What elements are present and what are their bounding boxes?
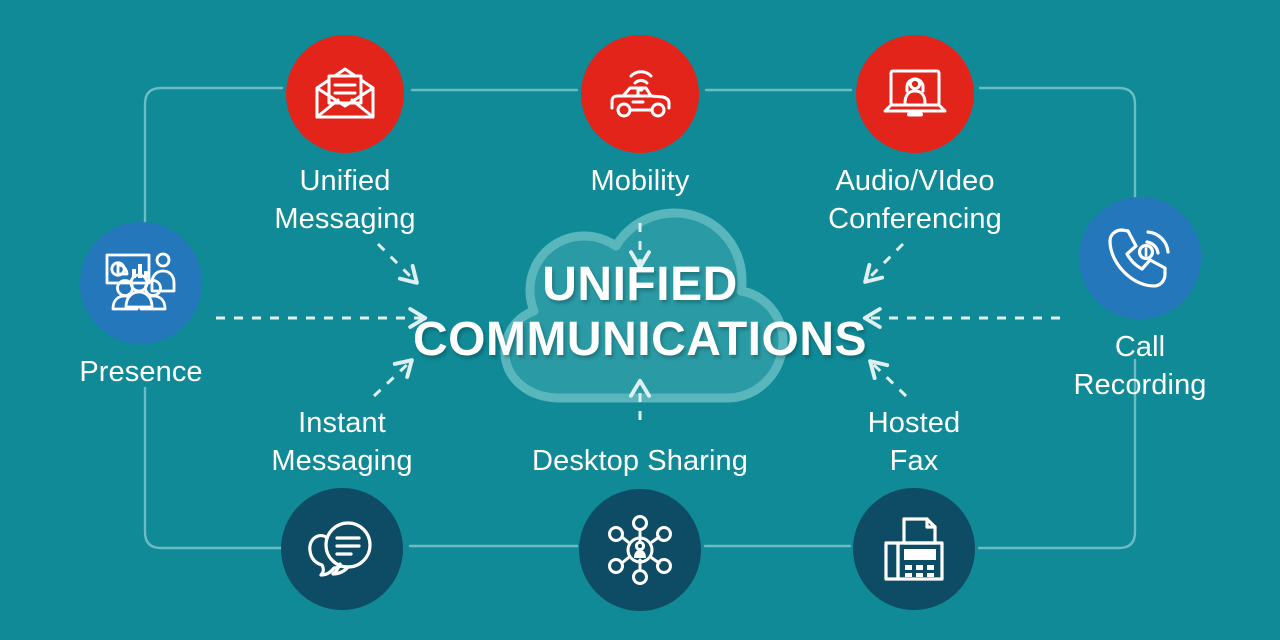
center-title: UNIFIED COMMUNICATIONS: [412, 258, 868, 366]
node-label: Presence: [79, 356, 203, 388]
node-call-recording[interactable]: Call Recording: [1010, 197, 1270, 404]
open-envelope-icon: [315, 67, 375, 119]
frame-left-top: [143, 86, 284, 334]
node-desktop-sharing[interactable]: Desktop Sharing: [510, 443, 770, 611]
frame-right-bottom: [977, 358, 1137, 550]
call-recording-circle[interactable]: [1079, 197, 1201, 319]
node-unified-messaging[interactable]: Unified Messaging: [215, 35, 475, 238]
node-instant-messaging[interactable]: Instant Messaging: [212, 405, 472, 611]
node-label: Mobility: [590, 165, 690, 197]
node-label: Audio/VIdeo Conferencing: [828, 165, 1002, 235]
presentation-audience-icon: [105, 252, 176, 311]
instant-messaging-circle[interactable]: [281, 488, 403, 611]
presence-circle[interactable]: [80, 222, 202, 344]
chat-bubbles-icon: [308, 521, 372, 577]
fax-machine-icon: [884, 517, 944, 581]
node-label: Instant Messaging: [271, 407, 413, 477]
arrow-instant-messaging-to-center: [372, 358, 414, 398]
node-hosted-fax[interactable]: Hosted Fax: [784, 405, 1044, 611]
network-hub-person-icon: [608, 514, 672, 585]
arrow-audio-video-to-center: [863, 242, 905, 284]
arrow-unified-messaging-to-center: [376, 242, 419, 285]
mobility-circle[interactable]: [581, 35, 699, 153]
arrow-hosted-fax-to-center: [868, 359, 908, 398]
hosted-fax-circle[interactable]: [853, 488, 975, 611]
unified-messaging-circle[interactable]: [286, 35, 404, 153]
node-label: Unified Messaging: [274, 165, 416, 235]
phone-handset-record-icon: [1108, 228, 1170, 288]
frame-right-top: [978, 86, 1137, 302]
node-audio-video-conferencing[interactable]: Audio/VIdeo Conferencing: [785, 35, 1045, 238]
node-label: Call Recording: [1073, 331, 1207, 401]
node-presence[interactable]: Presence: [11, 222, 271, 392]
car-signal-icon: [610, 70, 671, 118]
desktop-sharing-circle[interactable]: [579, 488, 701, 611]
node-label: Hosted Fax: [867, 407, 961, 477]
laptop-headset-person-icon: [883, 69, 947, 117]
cloud-graphic: [500, 208, 788, 403]
node-label: Desktop Sharing: [532, 445, 748, 477]
audio-video-conferencing-circle[interactable]: [856, 35, 974, 153]
frame-left-bottom: [143, 386, 283, 550]
node-mobility[interactable]: Mobility: [510, 35, 770, 201]
